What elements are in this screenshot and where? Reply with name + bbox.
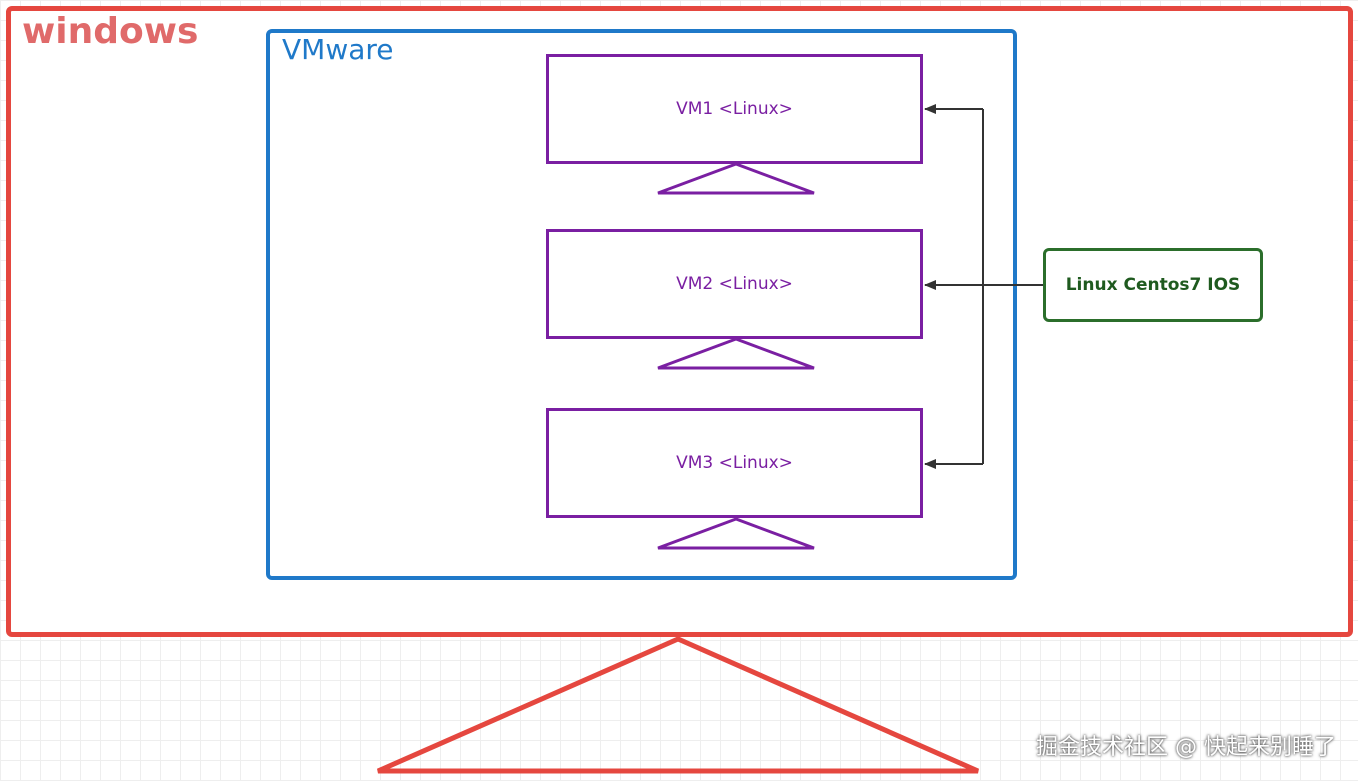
iso-label: Linux Centos7 IOS bbox=[1065, 275, 1241, 295]
iso-image-box: Linux Centos7 IOS bbox=[1043, 248, 1263, 322]
watermark-text: 掘金技术社区 @ 快起来别睡了 bbox=[1036, 735, 1336, 760]
windows-title: windows bbox=[22, 11, 199, 52]
vm1-monitor-screen: VM1 <Linux> bbox=[546, 54, 923, 164]
vm1-label: VM1 <Linux> bbox=[676, 99, 793, 119]
windows-stand-triangle bbox=[376, 636, 980, 774]
vm2-monitor-screen: VM2 <Linux> bbox=[546, 229, 923, 339]
vmware-title: VMware bbox=[282, 33, 394, 66]
vm3-label: VM3 <Linux> bbox=[676, 453, 793, 473]
vm3-monitor-screen: VM3 <Linux> bbox=[546, 408, 923, 518]
vm2-label: VM2 <Linux> bbox=[676, 274, 793, 294]
